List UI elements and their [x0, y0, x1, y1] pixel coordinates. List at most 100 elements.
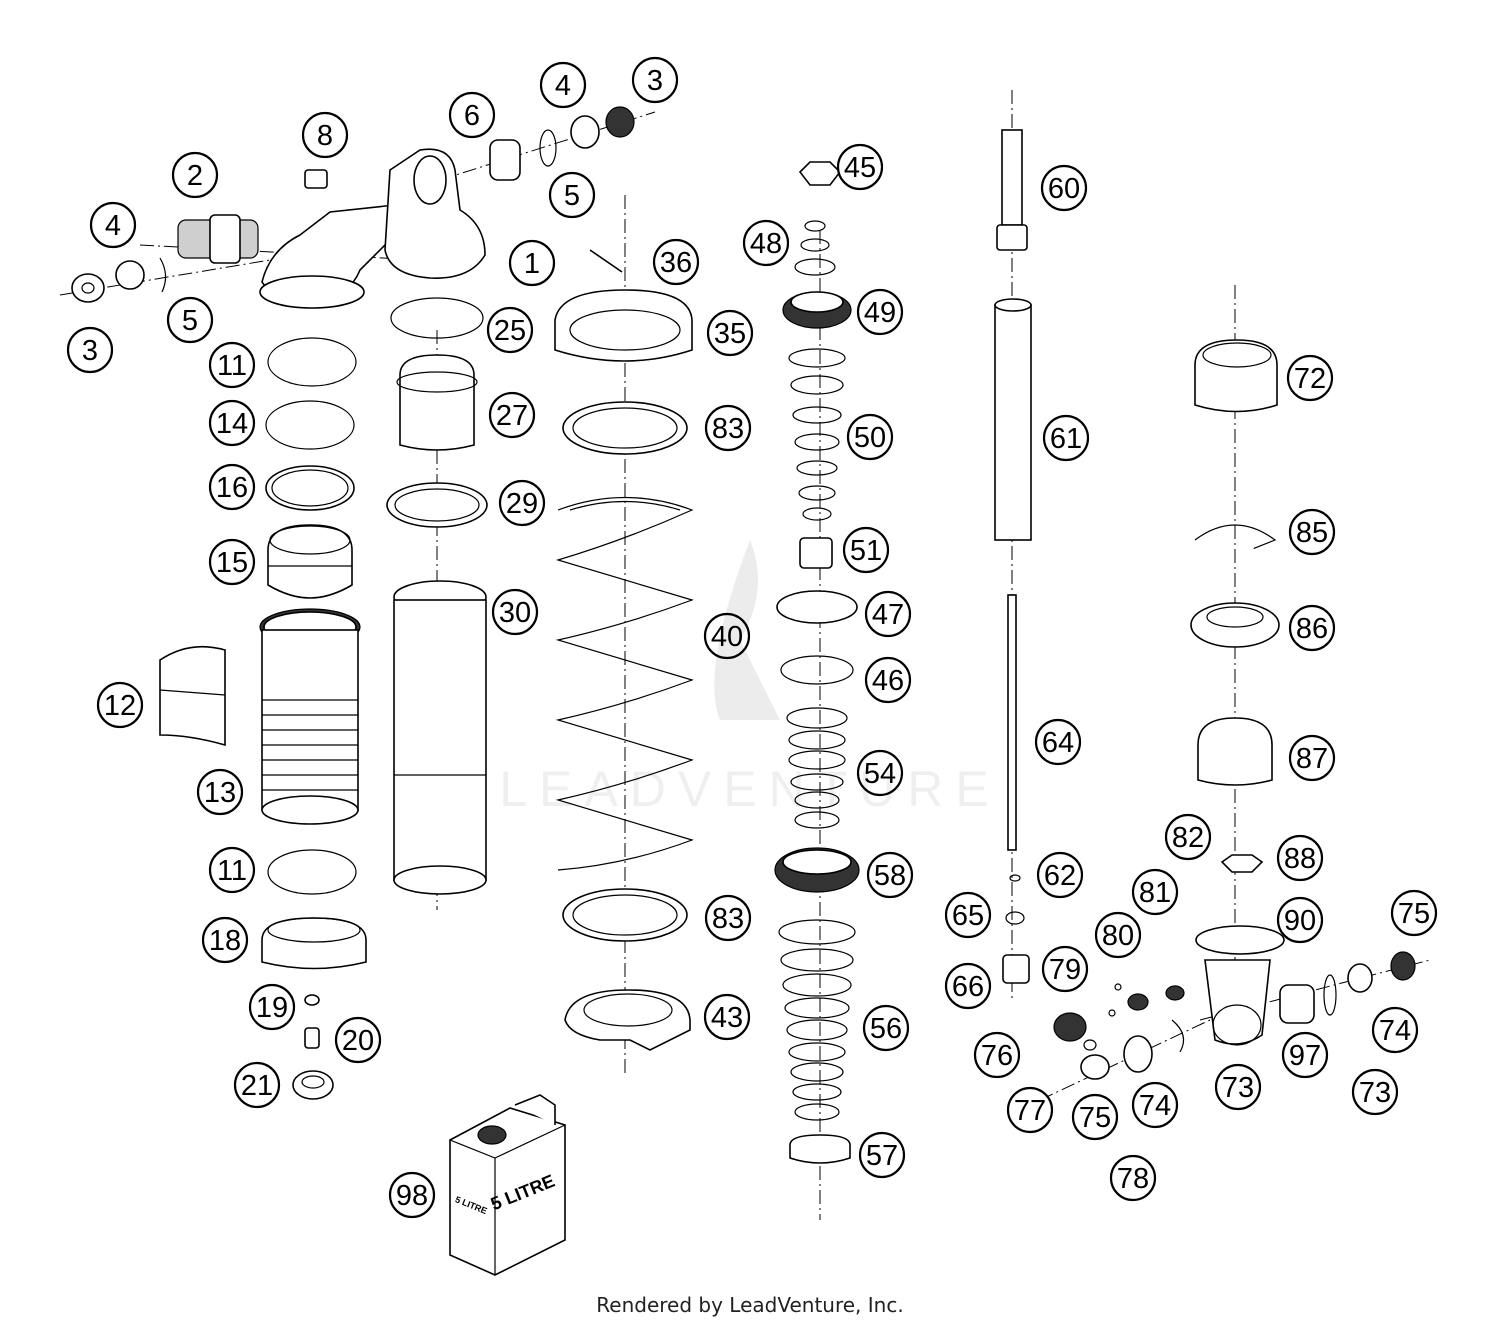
callout-number: 88 — [1284, 843, 1316, 875]
callout-83: 83 — [704, 894, 752, 942]
callout-48: 48 — [742, 219, 790, 267]
callout-49: 49 — [856, 288, 904, 336]
callout-36: 36 — [652, 238, 700, 286]
callout-97: 97 — [1281, 1031, 1329, 1079]
callout-number: 5 — [182, 305, 198, 337]
callout-number: 15 — [216, 547, 248, 579]
callout-6: 6 — [448, 91, 496, 139]
callout-76: 76 — [973, 1031, 1021, 1079]
callout-3: 3 — [66, 326, 114, 374]
callout-number: 2 — [187, 160, 203, 192]
callout-number: 36 — [660, 247, 692, 279]
callout-number: 51 — [850, 535, 882, 567]
callout-number: 85 — [1296, 517, 1328, 549]
callout-12: 12 — [96, 681, 144, 729]
callout-number: 29 — [506, 488, 538, 520]
reservoir-tube — [259, 608, 361, 825]
callout-number: 20 — [342, 1025, 374, 1057]
callout-73: 73 — [1214, 1063, 1262, 1111]
callout-83: 83 — [704, 404, 752, 452]
callout-79: 79 — [1041, 945, 1089, 993]
callout-47: 47 — [864, 590, 912, 638]
callout-number: 98 — [396, 1180, 428, 1212]
callout-number: 8 — [317, 120, 333, 152]
callout-74: 74 — [1131, 1081, 1179, 1129]
callout-number: 82 — [1172, 822, 1204, 854]
callout-number: 16 — [216, 472, 248, 504]
callout-62: 62 — [1036, 851, 1084, 899]
callout-number: 47 — [872, 599, 904, 631]
reservoir-label — [159, 645, 226, 747]
callout-number: 79 — [1049, 954, 1081, 986]
callout-number: 12 — [104, 690, 136, 722]
callout-78: 78 — [1109, 1154, 1157, 1202]
callout-number: 62 — [1044, 860, 1076, 892]
callout-number: 25 — [494, 315, 526, 347]
callout-19: 19 — [248, 983, 296, 1031]
spring-parts — [554, 249, 694, 1051]
callout-number: 18 — [209, 925, 241, 957]
callout-75: 75 — [1071, 1093, 1119, 1141]
callout-45: 45 — [836, 143, 884, 191]
callout-number: 3 — [82, 335, 98, 367]
callout-5: 5 — [548, 171, 596, 219]
callout-number: 87 — [1296, 743, 1328, 775]
callout-number: 81 — [1139, 877, 1171, 909]
callout-13: 13 — [196, 768, 244, 816]
reservoir-rings — [265, 337, 357, 511]
callout-66: 66 — [944, 962, 992, 1010]
floating-piston — [267, 524, 353, 599]
callout-number: 11 — [217, 855, 247, 887]
callout-85: 85 — [1288, 508, 1336, 556]
callout-58: 58 — [866, 851, 914, 899]
callout-8: 8 — [301, 111, 349, 159]
callout-number: 72 — [1294, 363, 1326, 395]
callout-29: 29 — [498, 479, 546, 527]
callout-number: 74 — [1379, 1015, 1411, 1047]
shim-stack — [774, 161, 860, 1164]
callout-number: 65 — [952, 900, 984, 932]
callout-27: 27 — [488, 391, 536, 439]
callout-61: 61 — [1042, 414, 1090, 462]
callout-number: 64 — [1042, 727, 1074, 759]
callout-43: 43 — [703, 993, 751, 1041]
callout-number: 19 — [256, 992, 288, 1024]
callout-88: 88 — [1276, 834, 1324, 882]
callout-number: 45 — [844, 152, 876, 184]
clevis-parts — [1190, 339, 1416, 1046]
callout-number: 80 — [1102, 920, 1134, 952]
reservoir-bottom — [261, 849, 367, 1100]
callout-number: 75 — [1398, 898, 1430, 930]
callout-number: 4 — [105, 210, 121, 242]
callout-number: 77 — [1014, 1095, 1046, 1127]
callout-16: 16 — [208, 463, 256, 511]
callout-11: 11 — [208, 846, 256, 894]
callout-number: 21 — [241, 1070, 273, 1102]
callout-60: 60 — [1040, 164, 1088, 212]
callout-number: 14 — [216, 408, 248, 440]
callout-number: 30 — [499, 597, 531, 629]
callout-number: 54 — [864, 758, 896, 790]
compression-adjuster — [177, 214, 259, 264]
callout-number: 90 — [1284, 905, 1316, 937]
callout-75: 75 — [1390, 889, 1438, 937]
callout-57: 57 — [858, 1131, 906, 1179]
callout-77: 77 — [1006, 1086, 1054, 1134]
callout-number: 97 — [1289, 1040, 1321, 1072]
callout-64: 64 — [1034, 718, 1082, 766]
footer-credit: Rendered by LeadVenture, Inc. — [596, 1293, 904, 1317]
callout-number: 5 — [564, 180, 580, 212]
damper-body-parts — [386, 297, 488, 895]
callout-46: 46 — [864, 656, 912, 704]
callout-number: 83 — [712, 903, 744, 935]
callout-18: 18 — [201, 916, 249, 964]
callout-number: 13 — [204, 777, 236, 809]
callout-15: 15 — [208, 538, 256, 586]
callout-number: 6 — [464, 100, 480, 132]
plug — [304, 169, 328, 189]
callout-86: 86 — [1288, 604, 1336, 652]
callout-number: 75 — [1079, 1102, 1111, 1134]
callout-number: 3 — [647, 65, 663, 97]
callout-4: 4 — [89, 201, 137, 249]
